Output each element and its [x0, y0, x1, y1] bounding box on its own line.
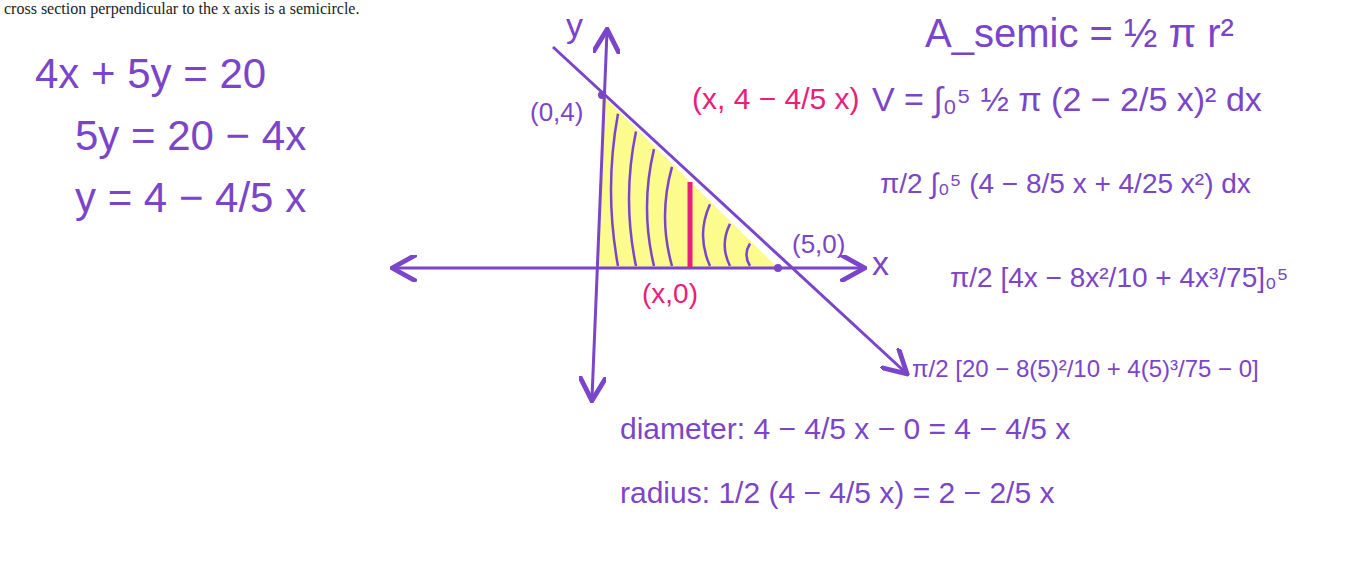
slice-arc — [629, 131, 636, 266]
point-label: (5,0) — [792, 230, 845, 260]
axis-label: x — [872, 244, 889, 283]
equation: 5y = 20 − 4x — [75, 112, 306, 160]
slice-arc — [665, 167, 672, 266]
equation: y = 4 − 4/5 x — [75, 174, 306, 222]
boundary-line — [553, 47, 905, 372]
axis-label: y — [566, 6, 583, 45]
slice-arc — [746, 243, 750, 266]
point-label: (x, 4 − 4/5 x) — [692, 82, 860, 117]
slice-arc — [647, 149, 654, 266]
point-label: (x,0) — [642, 278, 698, 310]
equation: 4x + 5y = 20 — [35, 50, 266, 98]
area-formula: A_semic = ½ π r² — [925, 10, 1234, 56]
intercept-dot — [774, 264, 782, 272]
volume-integral: V = ∫₀⁵ ½ π (2 − 2/5 x)² dx — [872, 80, 1262, 119]
shaded-region — [598, 95, 778, 268]
problem-text: cross section perpendicular to the x axi… — [4, 0, 359, 18]
slice-segment — [688, 182, 693, 268]
intercept-dot — [598, 91, 606, 99]
semicircle-slices — [611, 114, 750, 266]
antiderivative-step: π/2 [4x − 8x²/10 + 4x³/75]₀⁵ — [950, 262, 1288, 294]
radius-note: radius: 1/2 (4 − 4/5 x) = 2 − 2/5 x — [620, 476, 1054, 511]
slice-arc — [725, 224, 730, 266]
integral-step: π/2 ∫₀⁵ (4 − 8/5 x + 4/25 x²) dx — [880, 168, 1251, 200]
slice-arc — [703, 204, 710, 266]
slice-arc — [611, 114, 618, 266]
point-label: (0,4) — [530, 98, 583, 128]
diameter-note: diameter: 4 − 4/5 x − 0 = 4 − 4/5 x — [620, 412, 1070, 447]
evaluation-step: π/2 [20 − 8(5)²/10 + 4(5)³/75 − 0] — [912, 355, 1259, 383]
